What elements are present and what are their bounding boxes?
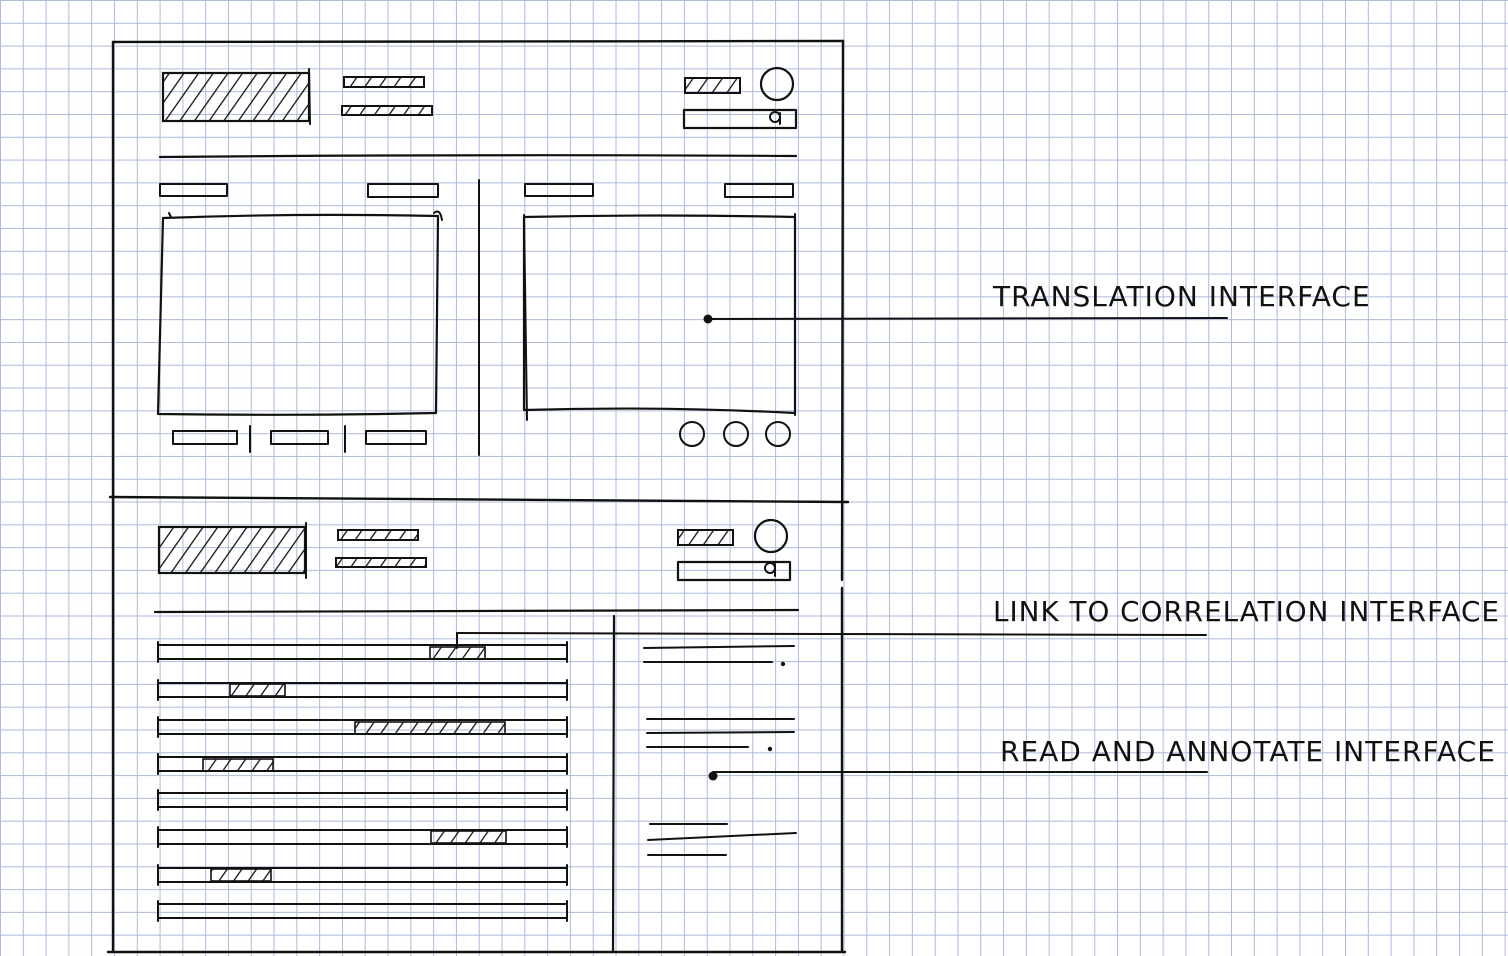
annotate-screen	[153, 518, 800, 954]
source-option-3[interactable]	[365, 430, 427, 445]
logo-placeholder	[161, 71, 311, 123]
avatar[interactable]	[759, 66, 795, 102]
source-language-select[interactable]	[159, 183, 228, 197]
annotation-sidebar	[643, 645, 797, 856]
annotation-translation-label: TRANSLATION INTERFACE	[992, 280, 1371, 313]
header-divider	[158, 154, 798, 159]
text-line	[157, 789, 568, 811]
annotation-correlation-label: LINK TO CORRELATION INTERFACE	[993, 595, 1500, 628]
target-language-select[interactable]	[524, 183, 594, 197]
highlighted-spans[interactable]	[202, 646, 507, 882]
text-line	[157, 826, 568, 848]
annotation-note[interactable]	[643, 645, 795, 667]
translation-screen	[156, 66, 798, 456]
text-line	[157, 900, 568, 922]
outer-frame	[106, 39, 847, 954]
highlight-span[interactable]	[430, 830, 507, 844]
avatar[interactable]	[753, 518, 789, 554]
highlight-span[interactable]	[210, 868, 272, 882]
screen-divider	[108, 495, 850, 504]
callout-correlation: LINK TO CORRELATION INTERFACE	[456, 595, 1500, 649]
annotation-annotate-label: READ AND ANNOTATE INTERFACE	[1000, 735, 1496, 768]
reader-column-divider	[611, 614, 616, 954]
source-text-area[interactable]	[156, 213, 440, 416]
callout-annotate: READ AND ANNOTATE INTERFACE	[708, 735, 1496, 781]
target-action-circle-3[interactable]	[765, 421, 791, 447]
user-name-placeholder	[677, 529, 734, 546]
target-action-circle-1[interactable]	[679, 421, 705, 447]
callout-translation: TRANSLATION INTERFACE	[703, 280, 1371, 324]
search-input[interactable]	[682, 108, 798, 130]
highlight-span[interactable]	[354, 721, 506, 735]
annotation-note[interactable]	[647, 823, 797, 856]
text-line	[157, 641, 568, 663]
text-line	[157, 864, 568, 886]
search-input[interactable]	[676, 560, 792, 582]
target-pane-action[interactable]	[724, 183, 794, 198]
highlight-span[interactable]	[202, 758, 274, 772]
text-line	[157, 679, 568, 701]
target-text-pane	[522, 183, 797, 447]
target-action-circle-2[interactable]	[723, 421, 749, 447]
header-divider	[153, 608, 800, 614]
source-option-1[interactable]	[172, 430, 238, 445]
top-nav-links[interactable]	[335, 529, 427, 568]
search-icon	[764, 562, 776, 577]
logo-placeholder	[157, 525, 307, 575]
search-icon	[769, 111, 781, 125]
top-nav-links[interactable]	[341, 76, 433, 116]
highlight-span[interactable]	[229, 683, 286, 697]
source-text-pane	[156, 183, 443, 453]
target-text-area	[522, 214, 797, 415]
source-option-2[interactable]	[270, 430, 329, 445]
source-pane-action[interactable]	[367, 183, 439, 198]
annotation-note[interactable]	[646, 718, 795, 752]
user-name-placeholder	[684, 77, 741, 94]
